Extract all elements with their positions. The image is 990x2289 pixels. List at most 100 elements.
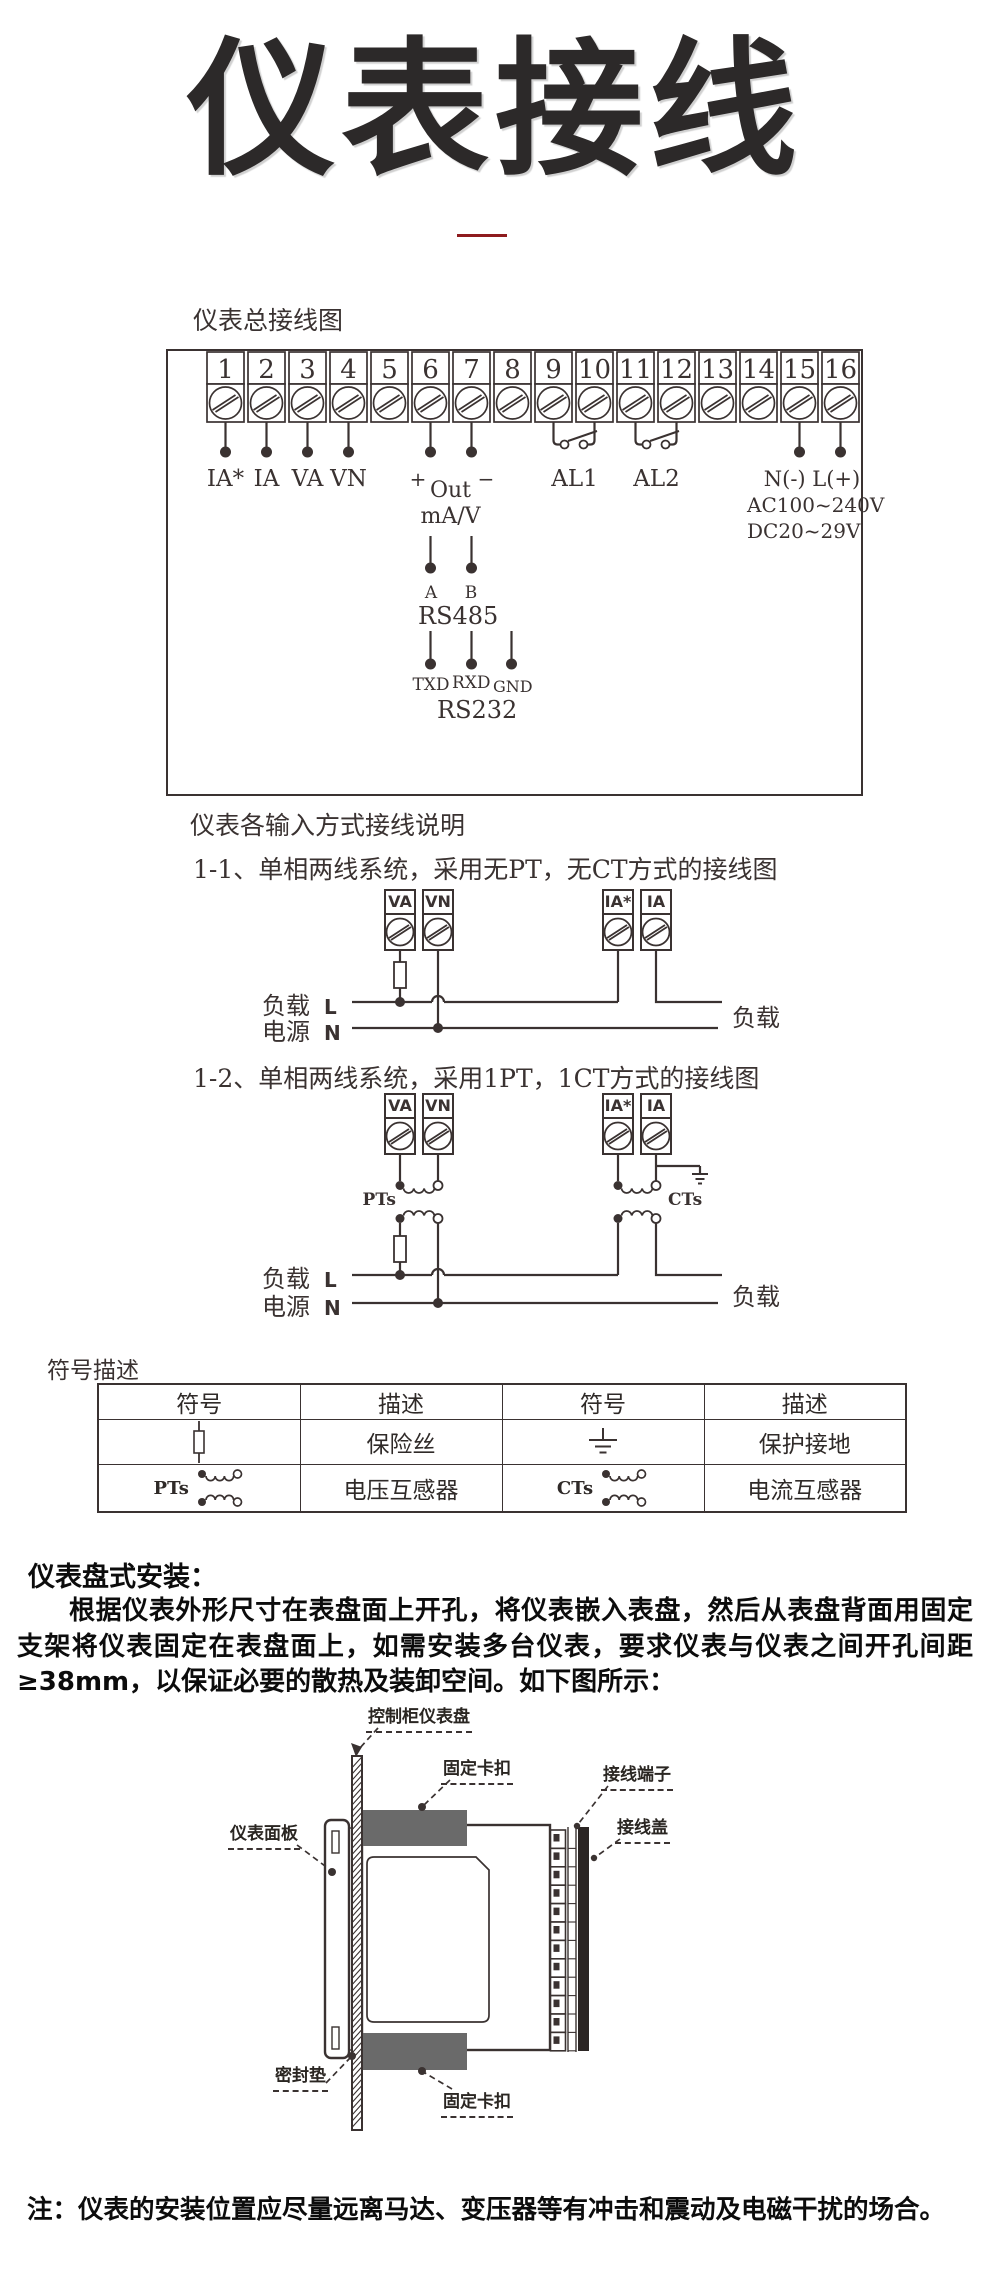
title-underline-accent: [457, 234, 507, 237]
install-diagram: [296, 1727, 621, 2131]
ct-symbol-label: CTs: [556, 1477, 594, 1499]
terminal-label-vn: VN: [330, 466, 367, 492]
diagram2-dots: [395, 1181, 623, 1308]
terminal-cover-bar: [578, 1827, 589, 2051]
terminal-number: 7: [463, 355, 480, 385]
d2-n-letter: N: [324, 1296, 341, 1320]
ground-icon: [589, 1428, 617, 1454]
d2-load-text: 负载: [262, 1265, 310, 1293]
d1-load-right-label: 负载: [732, 1004, 780, 1032]
fuse-symbol: [393, 1235, 407, 1263]
diagram2-terminals: [384, 1093, 672, 1155]
display-window: [366, 1856, 490, 2023]
d1-n-letter: N: [324, 1021, 341, 1045]
rs232-label: RS232: [437, 696, 518, 724]
callout-front-panel: 仪表面板: [228, 1819, 300, 1850]
d1-terminal-ia: IA: [646, 892, 666, 911]
col-header-desc-1: 描述: [299, 1383, 503, 1420]
callout-leader-dots: [328, 1803, 598, 2075]
d1-terminal-vn: VN: [425, 892, 451, 911]
fuse-symbol-cell: [97, 1419, 301, 1465]
diagram1-heading: 1-1、单相两线系统，采用无PT，无CT方式的接线图: [193, 855, 778, 884]
terminal-number: 16: [824, 355, 857, 385]
d2-terminal-va: VA: [388, 1096, 412, 1115]
rxd-label: RXD: [452, 673, 491, 693]
symbol-table-label: 符号描述: [47, 1358, 139, 1384]
diagram2-wires: [352, 1154, 722, 1305]
out-label: Out: [429, 478, 472, 503]
col-header-desc-2: 描述: [703, 1383, 907, 1420]
d2-load-right-label: 负载: [732, 1283, 780, 1311]
terminal-number: 6: [422, 355, 439, 385]
d2-load-line-label: 负载 L: [262, 1259, 337, 1294]
bottom-note: 注：仪表的安装位置应尽量远离马达、变压器等有冲击和震动及电磁干扰的场合。: [27, 2195, 946, 2225]
callout-gasket: 密封垫: [273, 2061, 328, 2092]
terminal-number: 2: [258, 355, 275, 385]
out-minus-sign: −: [477, 467, 495, 491]
fuse-icon: [193, 1421, 206, 1463]
fixing-clip-bottom: [362, 2033, 467, 2070]
col-header-symbol-1: 符号: [97, 1383, 301, 1420]
terminal-number: 8: [504, 355, 521, 385]
terminal-number: 10: [578, 355, 611, 385]
d2-terminal-vn: VN: [425, 1096, 451, 1115]
rs485-b-label: B: [464, 583, 478, 603]
callout-terminal-block: 接线端子: [601, 1760, 673, 1791]
ground-desc-cell: 保护接地: [703, 1419, 907, 1465]
main-diagram-wires: [224, 422, 842, 659]
d1-terminal-ia-star: IA*: [604, 892, 632, 911]
d1-load-text: 负载: [262, 992, 310, 1020]
terminal-block-teeth: [549, 1827, 577, 2052]
diagram1-wires: [352, 950, 722, 1030]
power-terminals-label: N(-) L(+): [763, 467, 861, 491]
pt-symbol-cell: PTs: [97, 1464, 301, 1513]
symbol-table: 符号 描述 符号 描述 保险丝 保护接地 PTs: [97, 1383, 907, 1513]
pts-label: PTs: [362, 1190, 396, 1210]
ct-symbol-cell: CTs: [501, 1464, 705, 1513]
leader-arrowhead: [351, 1743, 362, 1757]
terminal-number: 13: [701, 355, 734, 385]
page-title: 仪表接线: [187, 24, 803, 196]
cabinet-panel: [351, 1755, 363, 2131]
al1-label: AL1: [551, 466, 598, 492]
terminal-number: 11: [619, 355, 652, 385]
pt-symbol-label: PTs: [153, 1477, 189, 1499]
d1-terminal-va: VA: [388, 892, 412, 911]
dc-range-label: DC20~29V: [747, 519, 861, 543]
terminal-number: 15: [783, 355, 816, 385]
bezel-slot-bottom: [331, 2026, 340, 2050]
terminal-label-va: VA: [291, 466, 324, 492]
terminal-number: 5: [381, 355, 398, 385]
d1-source-line-label: 电源 N: [262, 1012, 341, 1047]
fuse-symbol: [393, 961, 407, 989]
terminal-number: 1: [217, 355, 234, 385]
ct-desc-cell: 电流互感器: [703, 1464, 907, 1513]
callout-leaders: [296, 1727, 621, 2090]
cts-label: CTs: [668, 1190, 703, 1210]
terminal-number: 3: [299, 355, 316, 385]
fuse-desc-cell: 保险丝: [299, 1419, 503, 1465]
install-heading: 仪表盘式安装：: [28, 1562, 217, 1593]
ac-range-label: AC100~240V: [747, 493, 885, 517]
panel-hatching: [352, 1757, 362, 2127]
main-diagram-switch-contacts: [559, 439, 671, 450]
ground-symbol: [692, 1173, 708, 1185]
txd-label: TXD: [412, 675, 450, 695]
fixing-clip-top: [362, 1810, 467, 1846]
transformer-icon: [599, 1465, 649, 1511]
d1-load-line-label: 负载 L: [262, 986, 337, 1021]
d2-source-text: 电源: [262, 1293, 310, 1321]
callout-fixing-clip-top: 固定卡扣: [441, 1754, 513, 1785]
out-unit-label: mA/V: [420, 504, 481, 529]
callout-terminal-cover: 接线盖: [615, 1813, 670, 1844]
front-bezel: [323, 1818, 351, 2060]
rs485-a-label: A: [424, 583, 438, 603]
main-diagram-frame: [166, 349, 863, 796]
ground-symbol-cell: [501, 1419, 705, 1465]
out-plus-sign: +: [409, 467, 427, 491]
diagram1-dots: [395, 997, 443, 1033]
terminal-number: 14: [742, 355, 775, 385]
